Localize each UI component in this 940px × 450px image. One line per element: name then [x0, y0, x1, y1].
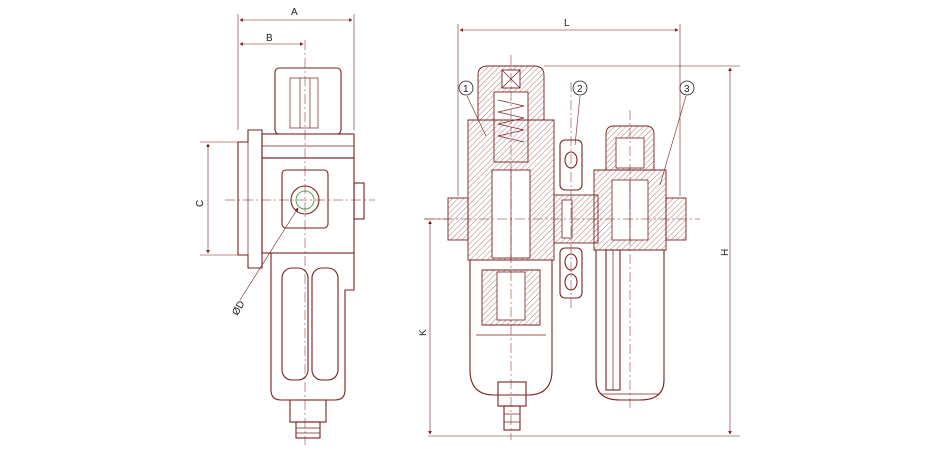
balloon-2-label: 2	[577, 84, 583, 95]
balloon-1	[458, 80, 474, 96]
balloon-3-label: 3	[684, 84, 690, 95]
dim-A-label: A	[291, 7, 298, 18]
dim-C-label: C	[195, 200, 206, 207]
front-dimensions: L H K	[418, 18, 740, 437]
dim-L-label: L	[564, 18, 570, 29]
side-view	[225, 40, 375, 445]
balloon-1-label: 1	[463, 84, 469, 95]
dim-B-label: B	[266, 33, 273, 44]
dim-K-label: K	[418, 329, 429, 336]
front-section-view	[425, 55, 700, 440]
side-dimensions: A B C ØD	[195, 7, 355, 318]
dim-H-label: H	[720, 249, 731, 256]
callouts: 1 2 3	[458, 80, 695, 186]
balloon-2	[572, 80, 588, 96]
dim-D-label: ØD	[230, 299, 247, 317]
